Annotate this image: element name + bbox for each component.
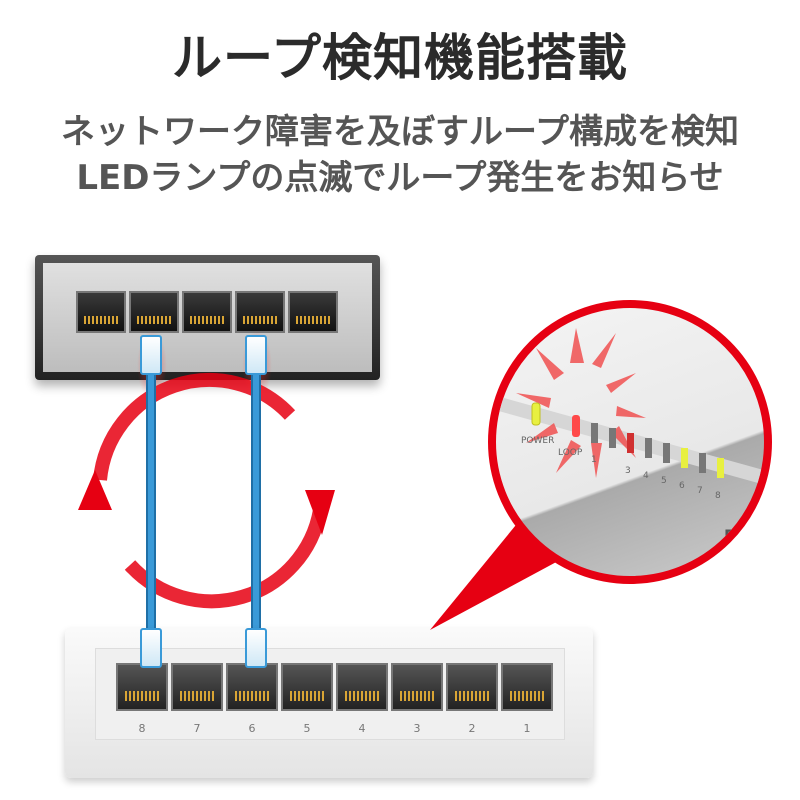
- lan-cable-left: [146, 370, 156, 630]
- port-number: 2: [468, 722, 476, 735]
- port-number: 8: [138, 722, 146, 735]
- port-pins: [296, 315, 330, 325]
- bottom-port: [501, 663, 553, 711]
- led-number: 6: [679, 481, 685, 491]
- bottom-port: [281, 663, 333, 711]
- top-port: [76, 291, 126, 333]
- top-port: [288, 291, 338, 333]
- port-pins: [289, 691, 325, 702]
- subtitle-line-2: LEDランプの点滅でループ発生をお知らせ: [76, 158, 724, 198]
- port-pins: [179, 691, 215, 702]
- bottom-port: [171, 663, 223, 711]
- port-pins: [124, 691, 160, 702]
- port-pins: [454, 691, 490, 702]
- blink-rays-icon: [516, 328, 646, 478]
- brand-logo-partial: ELE: [724, 526, 757, 545]
- led-number: 8: [715, 491, 721, 501]
- led-number: 3: [625, 466, 631, 476]
- port-pins: [84, 315, 118, 325]
- bottom-port: [226, 663, 278, 711]
- port-number: 4: [358, 722, 366, 735]
- top-port: [182, 291, 232, 333]
- port-pins: [399, 691, 435, 702]
- port-number: 1: [523, 722, 531, 735]
- port-pins: [190, 315, 224, 325]
- port-pins: [344, 691, 380, 702]
- bottom-port: [116, 663, 168, 711]
- port-pins: [509, 691, 545, 702]
- port-number: 3: [413, 722, 421, 735]
- led-number: 4: [643, 471, 649, 481]
- subtitle-line-1: ネットワーク障害を及ぼすループ構成を検知: [61, 112, 739, 152]
- port-pins: [234, 691, 270, 702]
- cable-plug: [245, 628, 267, 668]
- loop-label: LOOP: [558, 448, 583, 458]
- lan-cable-right: [251, 370, 261, 630]
- port-pins: [137, 315, 171, 325]
- led-number: 1: [591, 455, 597, 465]
- port-number: 7: [193, 722, 201, 735]
- led-magnifier: POWER LOOP 1 3 4 5 6 7 8 ELE: [488, 300, 772, 584]
- power-label: POWER: [521, 436, 555, 446]
- bottom-port: [391, 663, 443, 711]
- top-port: [235, 291, 285, 333]
- led-number: 5: [661, 476, 667, 486]
- bottom-port: [446, 663, 498, 711]
- cable-plug: [140, 628, 162, 668]
- port-number: 5: [303, 722, 311, 735]
- port-pins: [243, 315, 277, 325]
- headline: ループ検知機能搭載: [172, 29, 628, 87]
- port-number: 6: [248, 722, 256, 735]
- led-panel-drawing: [496, 328, 764, 485]
- cable-plug: [140, 335, 162, 375]
- led-number: 7: [697, 486, 703, 496]
- bottom-port: [336, 663, 388, 711]
- cable-plug: [245, 335, 267, 375]
